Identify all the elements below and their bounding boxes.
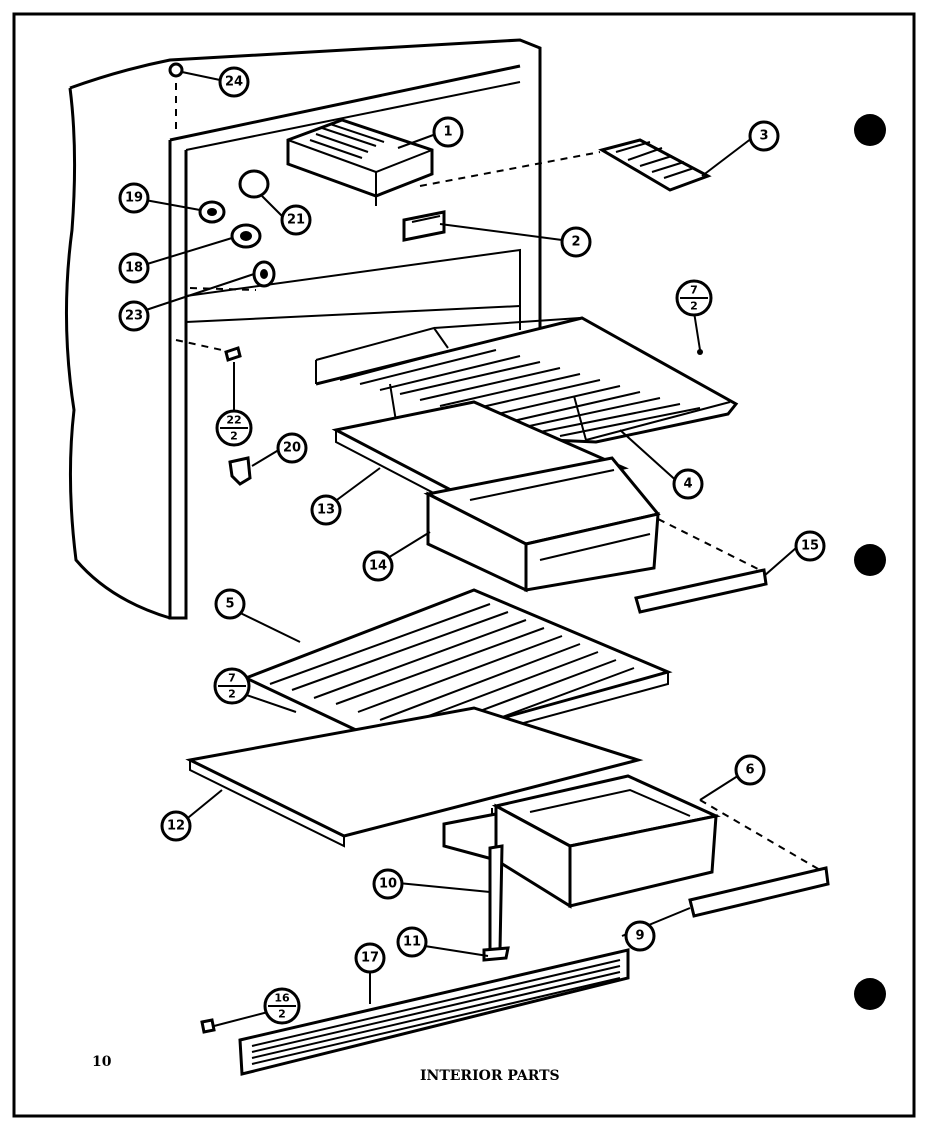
fraction-16-2: 16 2	[263, 987, 301, 1025]
callout-14: 14	[362, 550, 394, 582]
trim-strip-15	[634, 568, 768, 614]
callout-label: 14	[369, 559, 387, 574]
fraction-22-2: 22 2	[215, 409, 253, 447]
callout-label: 9	[635, 929, 644, 944]
callout-3: 3	[748, 120, 780, 152]
fasteners	[168, 62, 703, 1034]
callout-label: 10	[379, 877, 397, 892]
punch-hole	[854, 544, 886, 576]
fraction-denominator: 2	[690, 300, 698, 313]
callout-label: 20	[283, 441, 301, 456]
callout-label: 5	[225, 597, 234, 612]
callout-23: 23	[118, 300, 150, 332]
callout-label: 24	[225, 75, 243, 90]
callout-20: 20	[276, 432, 308, 464]
fraction-7-2-top: 7 2	[675, 279, 713, 317]
ice-tray	[598, 138, 712, 192]
callout-label: 12	[167, 819, 185, 834]
callout-label: 23	[125, 309, 143, 324]
callout-12: 12	[160, 810, 192, 842]
callout-label: 1	[443, 125, 452, 140]
trim-strip-9	[688, 866, 830, 918]
callout-label: 17	[361, 951, 379, 966]
bottom-shelf	[185, 706, 644, 848]
punch-holes	[854, 114, 886, 1010]
callout-2: 2	[560, 226, 592, 258]
callout-label: 2	[571, 235, 580, 250]
upper-crisper	[423, 456, 661, 593]
fraction-numerator: 7	[690, 284, 698, 297]
main-wire-shelf	[242, 588, 673, 760]
callout-label: 13	[317, 503, 335, 518]
callout-5: 5	[214, 588, 246, 620]
callout-19: 19	[118, 182, 150, 214]
fraction-numerator: 7	[228, 672, 236, 685]
cabinet	[64, 38, 542, 620]
divider-post	[482, 844, 510, 962]
fraction-denominator: 2	[228, 688, 236, 701]
callout-label: 21	[287, 213, 305, 228]
callout-18: 18	[118, 252, 150, 284]
callout-1: 1	[432, 116, 464, 148]
knobs	[198, 169, 276, 288]
page-number: 10	[92, 1054, 112, 1070]
callout-label: 4	[683, 477, 692, 492]
bracket	[402, 210, 446, 242]
callout-label: 19	[125, 191, 143, 206]
callout-4: 4	[672, 468, 704, 500]
callout-9: 9	[624, 920, 656, 952]
page-border	[12, 12, 916, 1118]
callout-24: 24	[218, 66, 250, 98]
callout-label: 18	[125, 261, 143, 276]
fraction-numerator: 22	[226, 414, 241, 427]
callout-label: 6	[745, 763, 754, 778]
callout-label: 15	[801, 539, 819, 554]
lower-crisper	[442, 774, 721, 909]
diagram-title: INTERIOR PARTS	[420, 1068, 560, 1084]
fraction-numerator: 16	[274, 992, 290, 1005]
callout-15: 15	[794, 530, 826, 562]
toe-grille	[238, 948, 630, 1076]
punch-hole	[854, 978, 886, 1010]
callout-label: 3	[759, 129, 768, 144]
callout-11: 11	[396, 926, 428, 958]
callout-6: 6	[734, 754, 766, 786]
punch-hole	[854, 114, 886, 146]
callout-13: 13	[310, 494, 342, 526]
fraction-denominator: 2	[230, 430, 238, 443]
callout-21: 21	[280, 204, 312, 236]
callout-17: 17	[354, 942, 386, 974]
callout-label: 11	[403, 935, 421, 950]
fraction-7-2-bottom: 7 2	[213, 667, 251, 705]
callout-10: 10	[372, 868, 404, 900]
control-housing	[286, 118, 434, 206]
fraction-denominator: 2	[278, 1008, 286, 1021]
